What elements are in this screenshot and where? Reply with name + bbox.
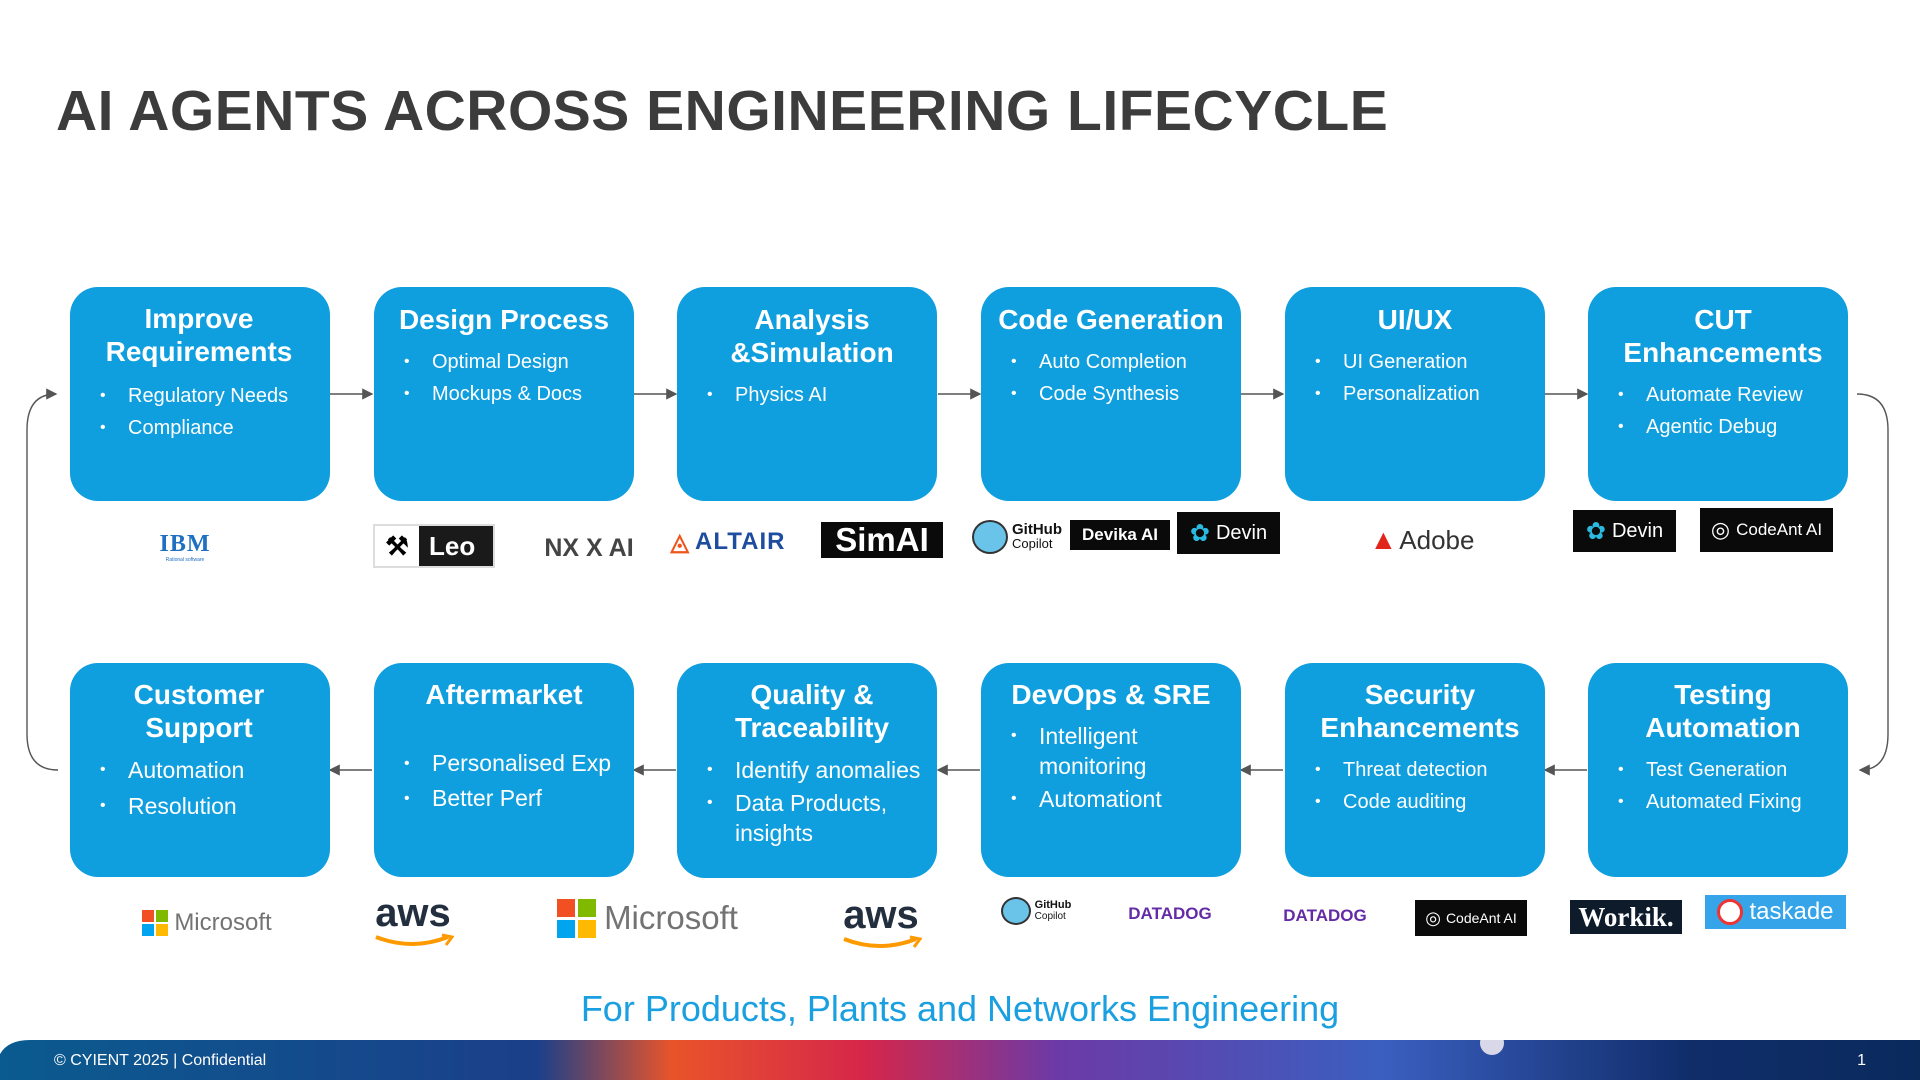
adobe-icon: ▲	[1369, 524, 1398, 555]
card-title: Quality & Traceability	[734, 679, 890, 743]
microsoft-logo: Microsoft	[555, 897, 740, 939]
page-number: 1	[1857, 1052, 1866, 1069]
card-aftermarket: Aftermarket •Personalised Exp •Better Pe…	[374, 663, 634, 877]
card-design-process: Design Process •Optimal Design •Mockups …	[374, 287, 634, 501]
list-item: •Optimal Design	[404, 351, 569, 373]
leo-icon: ⚒	[375, 526, 419, 566]
codeant-logo: ◎ CodeAnt AI	[1700, 508, 1833, 552]
taskade-logo: taskade	[1705, 895, 1846, 929]
list-item: •Automationt	[1011, 786, 1162, 812]
card-ui-ux: UI/UX •UI Generation •Personalization	[1285, 287, 1545, 501]
card-title: Code Generation	[998, 304, 1224, 335]
arrow-loop-right	[1856, 393, 1889, 776]
card-title: CUT Enhancements	[1623, 304, 1823, 368]
devin-logo: ✿ Devin	[1573, 510, 1676, 552]
leo-logo: ⚒ Leo	[373, 524, 495, 568]
card-title: DevOps & SRE	[1011, 679, 1211, 710]
list-item: •Personalization	[1315, 383, 1480, 405]
card-quality-traceability: Quality & Traceability •Identify anomali…	[677, 663, 937, 878]
card-title: Design Process	[398, 304, 610, 335]
microsoft-icon	[142, 910, 169, 936]
datadog-logo: DATADOG	[1128, 904, 1212, 923]
altair-icon: ◬	[670, 528, 690, 556]
list-item: •Auto Completion	[1011, 351, 1187, 373]
card-customer-support: Customer Support •Automation •Resolution	[70, 663, 330, 877]
list-item: •Agentic Debug	[1618, 416, 1778, 438]
codeant-logo: ◎ CodeAnt AI	[1415, 900, 1527, 936]
taskade-icon	[1717, 899, 1744, 925]
datadog-logo: DATADOG	[1283, 906, 1367, 925]
microsoft-logo: Microsoft	[137, 906, 277, 940]
list-item: •UI Generation	[1315, 351, 1468, 373]
aws-logo: aws	[834, 892, 928, 954]
aws-smile-icon	[843, 935, 922, 948]
card-title: Customer Support	[133, 679, 265, 743]
altair-logo: ◬ ALTAIR	[670, 528, 786, 556]
aws-logo: aws	[366, 890, 460, 952]
github-copilot-logo: GitHub Copilot	[966, 519, 1068, 555]
list-item: •Code Synthesis	[1011, 383, 1180, 405]
list-item: •Resolution	[100, 793, 237, 819]
card-title: Improve Requirements	[105, 303, 293, 367]
devin-icon: ✿	[1189, 519, 1210, 547]
adobe-logo: ▲ Adobe	[1369, 524, 1475, 555]
card-testing-automation: Testing Automation •Test Generation •Aut…	[1588, 663, 1848, 877]
codeant-icon: ◎	[1710, 517, 1731, 542]
card-title: Testing Automation	[1645, 679, 1801, 743]
card-title: Security Enhancements	[1320, 679, 1520, 743]
copilot-icon	[1000, 897, 1031, 925]
list-item: •Threat detection	[1315, 759, 1488, 781]
devin-icon: ✿	[1585, 517, 1606, 545]
footer-copyright: © CYIENT 2025 | Confidential	[54, 1052, 267, 1069]
list-item: •Compliance	[100, 417, 234, 439]
aws-smile-icon	[375, 933, 454, 946]
card-title: Aftermarket	[425, 679, 583, 710]
page-title: AI AGENTS ACROSS ENGINEERING LIFECYCLE	[56, 79, 1389, 143]
list-item: •Regulatory Needs	[100, 385, 289, 407]
card-title: Analysis &Simulation	[730, 304, 894, 368]
list-item: •Test Generation	[1618, 759, 1788, 781]
workik-logo: Workik.	[1570, 900, 1682, 934]
tagline: For Products, Plants and Networks Engine…	[580, 988, 1340, 1029]
arrow-loop-left	[26, 388, 59, 771]
list-item: •Automated Fixing	[1618, 791, 1802, 813]
list-item: •Data Products, insights	[707, 790, 888, 846]
card-title: UI/UX	[1377, 304, 1453, 335]
list-item: •Physics AI	[707, 384, 828, 406]
list-item: •Automation	[100, 757, 245, 783]
list-item: •Personalised Exp	[404, 750, 611, 776]
card-improve-requirements: Improve Requirements •Regulatory Needs •…	[70, 287, 330, 501]
card-analysis-simulation: Analysis &Simulation •Physics AI	[677, 287, 937, 501]
copilot-icon	[972, 520, 1008, 554]
devika-logo: Devika AI	[1070, 520, 1170, 550]
list-item: •Mockups & Docs	[404, 383, 583, 405]
simai-logo: SimAI	[821, 521, 943, 558]
nx-ai-logo: NX X AI	[544, 533, 634, 562]
card-devops-sre: DevOps & SRE •Intelligent monitoring •Au…	[981, 663, 1241, 877]
list-item: •Intelligent monitoring	[1011, 723, 1147, 779]
ibm-logo: IBM Rational software	[159, 531, 211, 563]
devin-logo: ✿ Devin	[1177, 512, 1280, 554]
footer-band	[0, 1040, 1920, 1080]
list-item: •Better Perf	[404, 785, 542, 811]
card-cut-enhancements: CUT Enhancements •Automate Review •Agent…	[1588, 287, 1848, 501]
card-security-enhancements: Security Enhancements •Threat detection …	[1285, 663, 1545, 877]
list-item: •Code auditing	[1315, 791, 1467, 813]
codeant-icon: ◎	[1425, 907, 1441, 928]
github-copilot-logo: GitHub Copilot	[996, 896, 1076, 926]
microsoft-icon	[557, 898, 597, 938]
card-code-generation: Code Generation •Auto Completion •Code S…	[981, 287, 1241, 501]
list-item: •Identify anomalies	[707, 757, 921, 783]
list-item: •Automate Review	[1618, 384, 1803, 406]
